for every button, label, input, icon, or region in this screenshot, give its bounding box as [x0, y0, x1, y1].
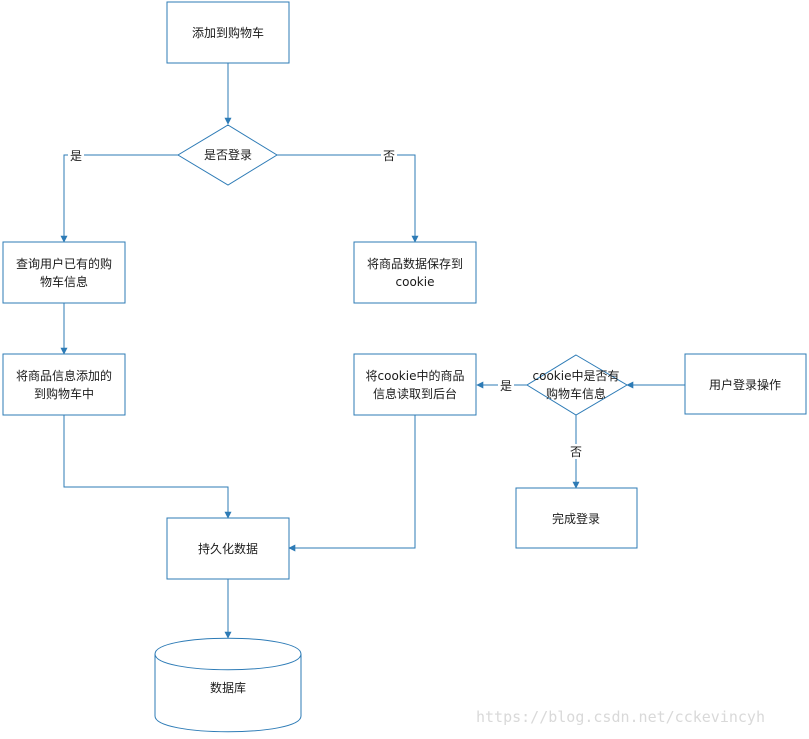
edges: [60, 63, 685, 639]
edge-is-logged-in-yes: [60, 154, 178, 243]
svg-text:数据库: 数据库: [210, 680, 246, 695]
node-user-login[interactable]: 用户登录操作: [684, 353, 807, 415]
svg-text:购物车信息: 购物车信息: [546, 386, 606, 401]
svg-text:cookie中是否有: cookie中是否有: [533, 368, 620, 383]
node-finish-login-line-1: 完成登录: [552, 511, 600, 526]
node-read-cookie-to-backend-line-2: 信息读取到后台: [373, 386, 457, 401]
svg-text:将商品信息添加的: 将商品信息添加的: [16, 368, 112, 383]
edge-read-cookie-to-persist: [288, 415, 416, 552]
watermark: https://blog.csdn.net/cckevincyh: [476, 708, 765, 726]
node-add-item-to-cart[interactable]: 将商品信息添加的 到购物车中: [2, 353, 126, 416]
svg-text:是: 是: [70, 149, 82, 163]
svg-text:将cookie中的商品: 将cookie中的商品: [366, 368, 465, 383]
svg-text:将商品数据保存到: 将商品数据保存到: [367, 256, 463, 271]
svg-text:cookie: cookie: [396, 275, 435, 289]
node-query-user-cart-line-2: 物车信息: [40, 274, 88, 289]
node-persist-data[interactable]: 持久化数据: [166, 517, 290, 580]
node-query-user-cart-line-1: 查询用户已有的购: [16, 256, 112, 271]
svg-text:是否登录: 是否登录: [204, 147, 252, 162]
edge-label-cookie-no: 否: [568, 444, 584, 459]
edge-is-logged-in-no: [277, 154, 419, 243]
svg-text:到购物车中: 到购物车中: [34, 386, 94, 401]
node-cookie-has-cart-line-1: cookie中是否有: [533, 368, 620, 383]
node-add-cart[interactable]: 添加到购物车: [166, 1, 290, 64]
node-cookie-has-cart[interactable]: cookie中是否有 购物车信息: [526, 354, 628, 416]
svg-text:否: 否: [570, 445, 582, 459]
edge-label-logged-in-no: 否: [381, 148, 397, 163]
node-read-cookie-to-backend-line-1: 将cookie中的商品: [366, 368, 465, 383]
svg-text:持久化数据: 持久化数据: [198, 541, 258, 556]
svg-text:查询用户已有的购: 查询用户已有的购: [16, 256, 112, 271]
svg-text:用户登录操作: 用户登录操作: [709, 377, 781, 392]
node-save-to-cookie-line-2: cookie: [396, 275, 435, 289]
svg-text:添加到购物车: 添加到购物车: [192, 25, 264, 40]
node-finish-login[interactable]: 完成登录: [515, 487, 638, 549]
svg-text:物车信息: 物车信息: [40, 274, 88, 289]
node-add-item-to-cart-line-2: 到购物车中: [34, 386, 94, 401]
edge-label-cookie-yes: 是: [498, 378, 514, 393]
node-cookie-has-cart-line-2: 购物车信息: [546, 386, 606, 401]
node-save-to-cookie-line-1: 将商品数据保存到: [367, 256, 463, 271]
svg-text:否: 否: [383, 149, 395, 163]
edge-add-item-to-persist: [63, 415, 232, 519]
edge-label-logged-in-yes: 是: [68, 148, 84, 163]
node-database-line-1: 数据库: [210, 680, 246, 695]
database-cylinder-rim: [154, 653, 302, 671]
node-add-cart-line-1: 添加到购物车: [192, 25, 264, 40]
node-persist-data-line-1: 持久化数据: [198, 541, 258, 556]
database-cylinder-icon: [154, 637, 302, 733]
node-database[interactable]: 数据库: [154, 637, 302, 733]
svg-text:信息读取到后台: 信息读取到后台: [373, 386, 457, 401]
node-is-logged-in[interactable]: 是否登录: [177, 124, 278, 186]
node-add-item-to-cart-line-1: 将商品信息添加的: [16, 368, 112, 383]
node-save-to-cookie[interactable]: 将商品数据保存到 cookie: [353, 241, 477, 304]
node-user-login-line-1: 用户登录操作: [709, 377, 781, 392]
svg-text:是: 是: [500, 379, 512, 393]
node-is-logged-in-line-1: 是否登录: [204, 147, 252, 162]
svg-text:完成登录: 完成登录: [552, 511, 600, 526]
node-read-cookie-to-backend[interactable]: 将cookie中的商品 信息读取到后台: [353, 353, 477, 416]
node-query-user-cart[interactable]: 查询用户已有的购 物车信息: [2, 241, 126, 304]
